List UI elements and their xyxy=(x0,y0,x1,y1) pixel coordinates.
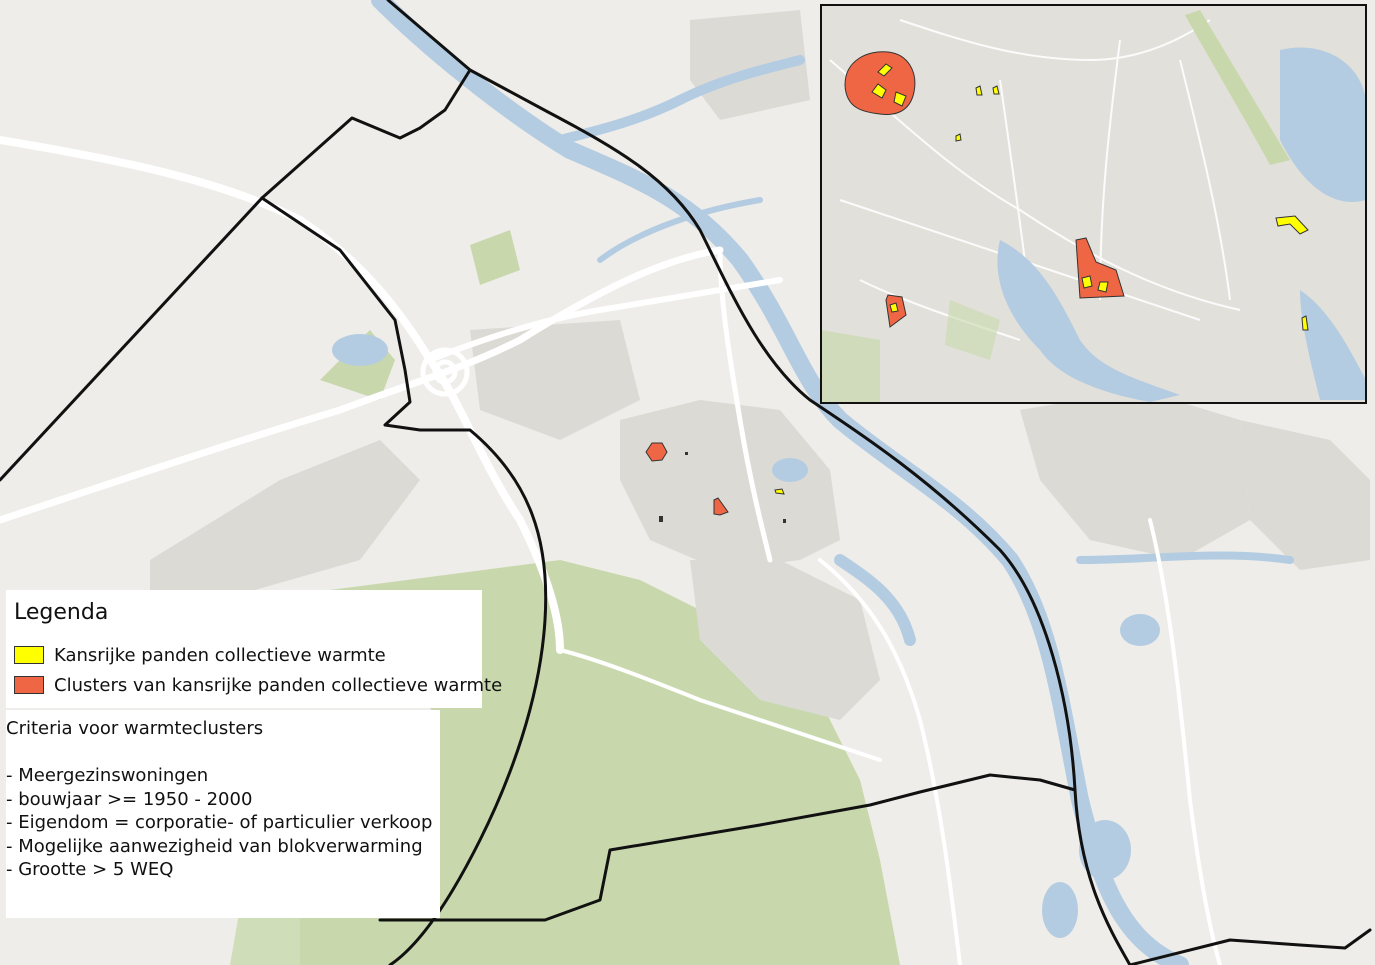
roads xyxy=(0,136,1222,965)
legend-item-label: Kansrijke panden collectieve warmte xyxy=(54,644,386,666)
inset-map-frame xyxy=(820,4,1367,404)
criteria-item: - Mogelijke aanwezigheid van blokverwarm… xyxy=(6,835,423,857)
lakes xyxy=(332,334,1160,938)
cluster-swatch-icon xyxy=(14,676,44,694)
building-polygon xyxy=(774,488,785,495)
building-polygon xyxy=(1301,315,1309,331)
building-polygon xyxy=(871,83,887,99)
criteria-item: - Meergezinswoningen xyxy=(6,765,209,786)
legend-title: Legenda xyxy=(14,600,109,625)
building-polygon xyxy=(877,63,893,77)
building-polygon xyxy=(1097,281,1109,293)
building-polygon xyxy=(1081,275,1093,289)
cluster-polygon xyxy=(844,51,916,115)
inset-map xyxy=(820,4,1367,404)
legend-panel: Legenda Kansrijke panden collectieve war… xyxy=(6,590,502,708)
building-polygon xyxy=(955,133,962,142)
criteria-panel: Criteria voor warmteclusters - Meergezin… xyxy=(6,710,440,918)
building-polygon xyxy=(975,85,983,96)
interchange xyxy=(420,347,470,397)
legend-item-buildings: Kansrijke panden collectieve warmte xyxy=(14,644,386,666)
criteria-item: - bouwjaar >= 1950 - 2000 xyxy=(6,788,253,810)
main-map-features xyxy=(645,442,786,523)
cluster-polygon xyxy=(645,442,668,462)
building-polygon xyxy=(1275,215,1309,235)
criteria-item: - Eigendom = corporatie- of particulier … xyxy=(6,812,433,833)
building-polygon xyxy=(889,302,899,313)
criteria-list: - Meergezinswoningen - bouwjaar >= 1950 … xyxy=(6,764,432,882)
building-polygon xyxy=(893,91,907,107)
building-polygon xyxy=(685,452,688,455)
legend-item-label: Clusters van kansrijke panden collectiev… xyxy=(54,674,503,696)
criteria-item: - Grootte > 5 WEQ xyxy=(6,859,174,880)
inset-water xyxy=(997,47,1366,402)
building-polygon xyxy=(992,85,1000,95)
legend-item-clusters: Clusters van kansrijke panden collectiev… xyxy=(14,674,502,696)
inset-green xyxy=(821,10,1290,403)
building-polygon xyxy=(659,516,663,522)
inset-buildings xyxy=(871,63,1309,331)
building-swatch-icon xyxy=(14,646,44,664)
building-polygon xyxy=(783,519,786,523)
criteria-title: Criteria voor warmteclusters xyxy=(6,718,264,739)
urban-areas xyxy=(150,10,1370,720)
cluster-polygon xyxy=(713,497,729,516)
